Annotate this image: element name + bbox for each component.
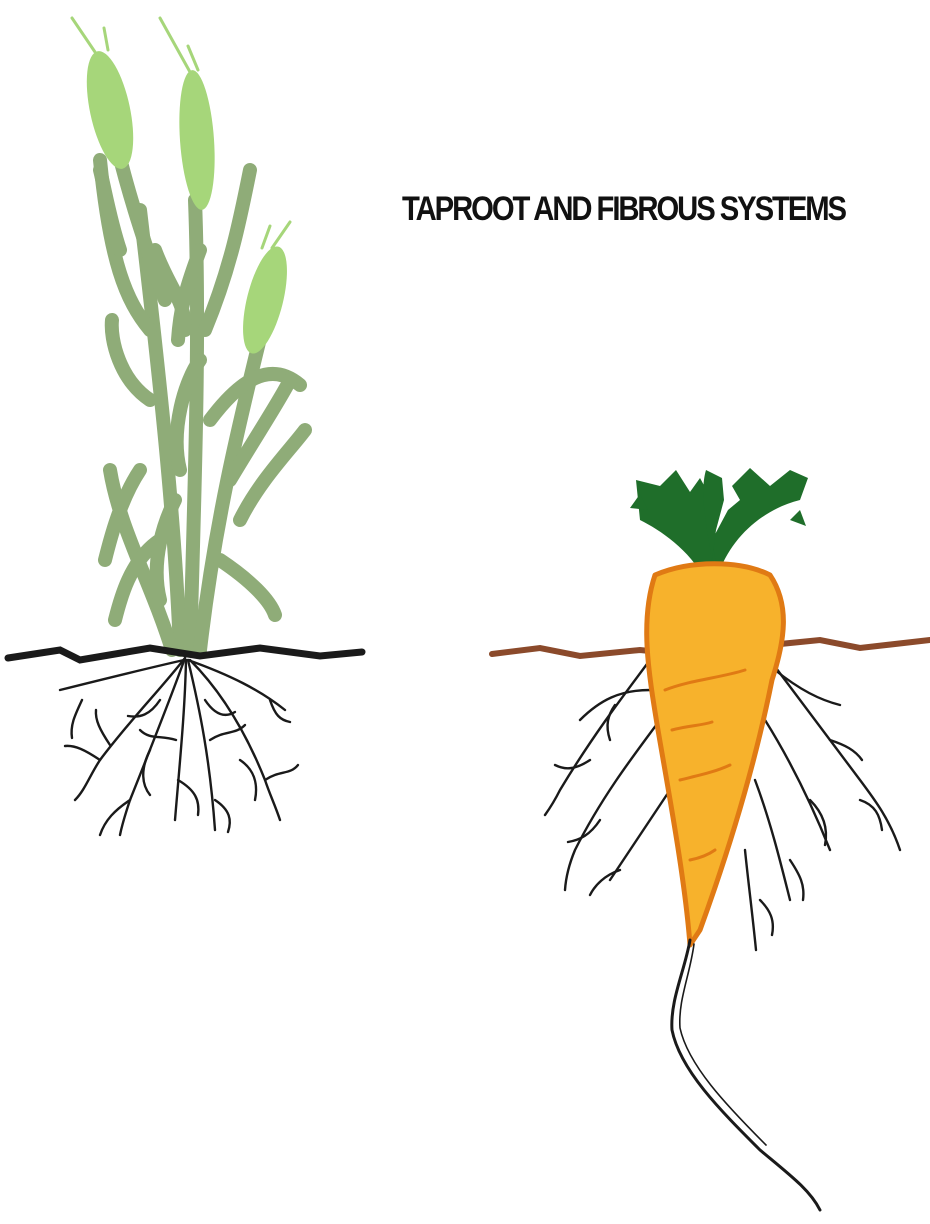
fibrous-roots	[60, 658, 298, 835]
taproot-tip	[672, 940, 820, 1210]
grass-plant-icon	[8, 18, 362, 835]
carrot-icon	[492, 468, 930, 1210]
taproot-tip-inner	[680, 944, 766, 1145]
seed-head	[234, 242, 296, 357]
seed-head	[78, 47, 142, 173]
carrot-body	[647, 564, 784, 945]
grass-stems	[100, 150, 305, 650]
seed-head	[175, 69, 219, 211]
